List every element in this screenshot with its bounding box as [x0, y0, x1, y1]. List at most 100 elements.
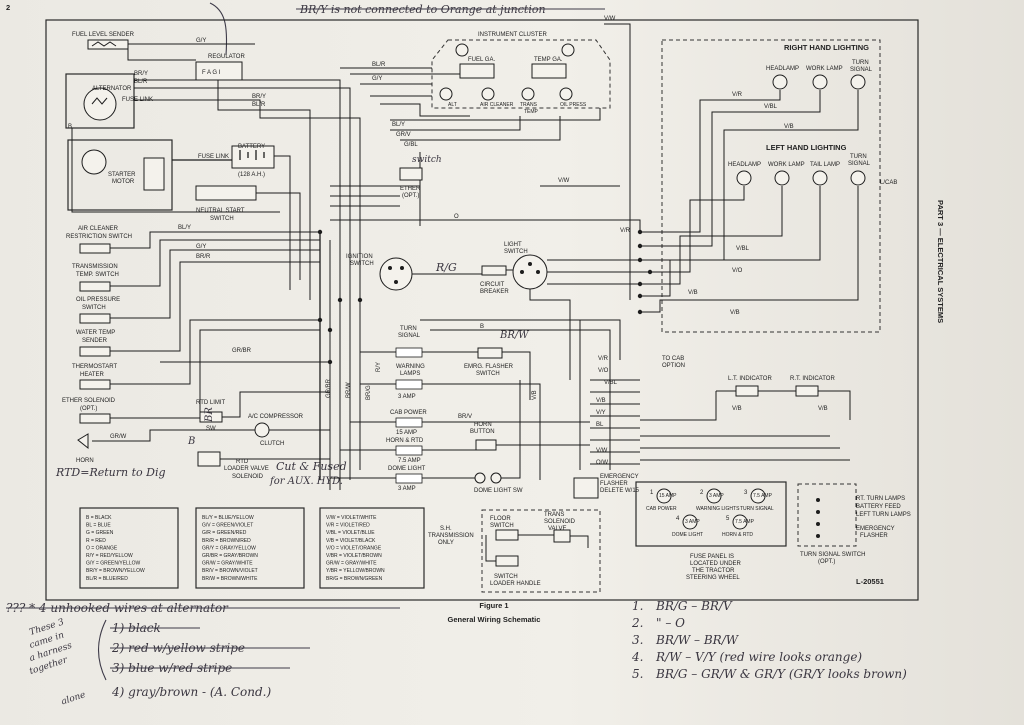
- note-text: " – O: [656, 616, 685, 630]
- svg-text:OIL PRESSURE: OIL PRESSURE: [76, 297, 120, 303]
- wire-label-vb-r1: V/B: [784, 124, 794, 130]
- svg-text:HORN: HORN: [76, 458, 94, 464]
- rt-indicator: R.T. INDICATOR: [790, 376, 835, 397]
- color-key-entry: GR/BR = GRAY/BROWN: [202, 553, 258, 559]
- transmission-temp-switch: TRANSMISSION TEMP. SWITCH: [72, 264, 119, 292]
- lt-indicator: L.T. INDICATOR: [728, 376, 772, 397]
- wire-label-vw-1: V/W: [604, 16, 616, 22]
- wire-label-gy-2: G/Y: [196, 244, 206, 250]
- svg-text:LAMPS: LAMPS: [400, 371, 420, 377]
- wire-label-vbl-r2: V/BL: [736, 246, 750, 252]
- fuse-label: CAB POWER: [646, 506, 677, 512]
- svg-text:3 AMP: 3 AMP: [398, 486, 416, 492]
- color-key-entry: BR/V = BROWN/VIOLET: [202, 568, 258, 574]
- color-key-entry: V/BR = VIOLET/BROWN: [326, 553, 382, 559]
- fuse-link-label-2: FUSE LINK: [198, 154, 229, 160]
- fuse-number: 3: [744, 490, 748, 496]
- svg-text:HEADLAMP: HEADLAMP: [728, 162, 761, 168]
- wire-label-blr-1: BL/R: [134, 79, 148, 85]
- rtd-loader-valve-solenoid: RTD LOADER VALVE SOLENOID: [197, 451, 269, 480]
- wire-label-vbl-c: V/BL: [604, 380, 618, 386]
- thermostart-heater: THERMOSTART HEATER: [72, 364, 117, 390]
- svg-text:EMRG. FLASHER: EMRG. FLASHER: [464, 364, 514, 370]
- svg-text:ALT: ALT: [448, 102, 457, 108]
- color-key-entry: Y/BR = YELLOW/BROWN: [326, 568, 385, 574]
- svg-text:REGULATOR: REGULATOR: [208, 54, 245, 60]
- fuse-circle: [682, 514, 698, 530]
- wire-ls-4: [529, 289, 571, 380]
- fuel-level-sender: FUEL LEVEL SENDER: [72, 32, 135, 50]
- svg-text:BUTTON: BUTTON: [470, 429, 495, 435]
- svg-text:TRANS: TRANS: [520, 102, 538, 108]
- wire-label-bl-c: BL: [596, 422, 604, 428]
- svg-text:WATER TEMP: WATER TEMP: [76, 330, 115, 336]
- svg-text:RTD: RTD: [236, 459, 249, 465]
- wire-label-gbl: G/BL: [404, 142, 418, 148]
- wire-label-b-1: B: [68, 124, 72, 130]
- color-key-entry: GR/W = GRAY/WHITE: [326, 561, 377, 567]
- fuse-amp: 15 AMP: [659, 493, 677, 499]
- trans-only-label-2: TRANSMISSION: [428, 533, 474, 539]
- handwritten-cut-fused-1: Cut & Fused: [276, 460, 347, 473]
- note-number: 5.: [632, 667, 643, 681]
- color-key-entry: G/Y = GREEN/YELLOW: [86, 561, 141, 567]
- wire-label-vo-c: V/O: [598, 368, 609, 374]
- note-number: 2.: [631, 616, 643, 630]
- handwritten-brw-note: BR/W: [499, 330, 529, 341]
- svg-text:R.T. INDICATOR: R.T. INDICATOR: [790, 376, 835, 382]
- fuse-number: 2: [700, 490, 704, 496]
- svg-text:TRANS: TRANS: [544, 512, 564, 518]
- svg-text:3 AMP: 3 AMP: [398, 394, 416, 400]
- svg-text:LIGHT: LIGHT: [504, 242, 522, 248]
- left-hand-lighting: LEFT HAND LIGHTING HEADLAMP WORK LAMP TA…: [728, 143, 871, 186]
- svg-text:FUEL GA.: FUEL GA.: [468, 57, 495, 63]
- trans-only-label-3: ONLY: [438, 540, 454, 546]
- wire-label-bry-1: BR/Y: [134, 71, 148, 77]
- svg-text:L.T. INDICATOR: L.T. INDICATOR: [728, 376, 772, 382]
- svg-text:LEFT TURN LAMPS: LEFT TURN LAMPS: [856, 512, 911, 518]
- wire-label-vo-r: V/O: [732, 268, 743, 274]
- ref-code: L-20551: [856, 577, 884, 586]
- color-key-entry: BR/W = BROWN/WHITE: [202, 576, 258, 582]
- handwritten-notes-left: ??? * 4 unhooked wires at alternator 1) …: [6, 601, 400, 707]
- svg-text:SWITCH: SWITCH: [210, 216, 234, 222]
- fuse-label: TURN SIGNAL: [740, 506, 774, 512]
- color-key-entry: R = RED: [86, 538, 106, 544]
- wire-label-gy-3: G/Y: [372, 76, 382, 82]
- svg-text:AIR CLEANER: AIR CLEANER: [78, 226, 119, 232]
- lighting-wires: [640, 90, 859, 313]
- svg-text:SWITCH: SWITCH: [82, 305, 106, 311]
- svg-text:NEUTRAL START: NEUTRAL START: [196, 208, 245, 214]
- connector-column: [579, 320, 640, 470]
- svg-text:TURN: TURN: [850, 154, 867, 160]
- svg-text:TEMP GA.: TEMP GA.: [534, 57, 563, 63]
- note-number: 3.: [632, 633, 643, 647]
- color-key-entry: B = BLACK: [86, 515, 112, 521]
- side-title: PART 3 — ELECTRICAL SYSTEMS: [936, 200, 945, 323]
- svg-text:SIGNAL: SIGNAL: [850, 67, 873, 73]
- water-temp-sender: WATER TEMP SENDER: [76, 330, 115, 357]
- note-number: 4.: [631, 650, 643, 664]
- ink-arrow: [209, 2, 228, 56]
- fuse-amp: 3 AMP: [709, 493, 724, 499]
- wire-label-vr-c: V/R: [598, 356, 609, 362]
- svg-text:ETHER SOLENOID: ETHER SOLENOID: [62, 398, 116, 404]
- schematic-frame: [45, 19, 919, 601]
- alternator: ALTERNATOR: [65, 73, 135, 129]
- svg-text:FUSE PANEL IS: FUSE PANEL IS: [690, 554, 734, 560]
- to-cab-label-2: OPTION: [662, 363, 685, 369]
- svg-text:SWITCH: SWITCH: [494, 574, 518, 580]
- svg-text:IGNITION: IGNITION: [346, 254, 373, 260]
- fuse-circle: [732, 514, 748, 530]
- svg-text:SWITCH: SWITCH: [490, 523, 514, 529]
- svg-text:DELETE W/15: DELETE W/15: [600, 488, 640, 494]
- svg-text:CIRCUIT: CIRCUIT: [480, 282, 505, 288]
- color-key-entry: BL = BLUE: [86, 523, 111, 529]
- figure-title: General Wiring Schematic: [448, 615, 541, 624]
- dome-light-fuse: DOME LIGHT 3 AMP: [388, 466, 426, 492]
- color-key-entry: O = ORANGE: [86, 545, 118, 551]
- handwritten-rg-note: R/G: [435, 261, 457, 274]
- svg-text:BATTERY FEED: BATTERY FEED: [856, 504, 901, 510]
- wire-label-gv: GR/V: [396, 132, 411, 138]
